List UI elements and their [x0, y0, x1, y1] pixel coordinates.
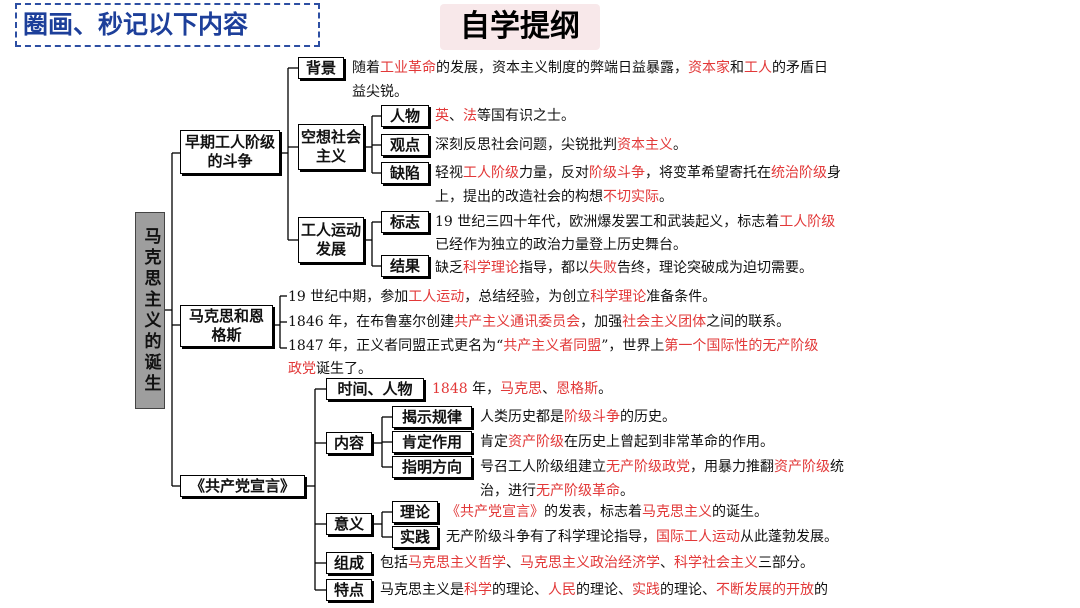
node-practice: 实践 [392, 526, 438, 548]
node-marx-engels: 马克思和恩格斯 [180, 305, 273, 347]
sign-text-2: 已经作为独立的政治力量登上历史舞台。 [435, 237, 687, 253]
node-early-worker-struggle: 早期工人阶级的斗争 [180, 130, 280, 174]
node-viewpoint: 观点 [381, 134, 429, 156]
root-node: 马克思主义的诞生 [135, 212, 165, 409]
node-communist-manifesto: 《共产党宣言》 [180, 475, 305, 497]
node-background: 背景 [298, 57, 344, 79]
sign-text-1: 19 世纪三四十年代，欧洲爆发罢工和武装起义，标志着工人阶级 [435, 214, 836, 230]
theory-text: 《共产党宣言》的发表，标志着马克思主义的诞生。 [446, 504, 768, 520]
node-people-1: 人物 [381, 105, 429, 127]
background-text-2: 益尖锐。 [352, 84, 408, 100]
features-text: 马克思主义是科学的理论、人民的理论、实践的理论、不断发展的开放的 [380, 582, 828, 598]
node-content: 内容 [326, 432, 372, 454]
marx-engels-line-3: 1847 年，正义者同盟正式更名为“共产主义者同盟”，世界上第一个国际性的无产阶… [288, 338, 819, 354]
defect-text-2: 上，提出的改造社会的构想不切实际。 [435, 189, 673, 205]
node-workers-movement: 工人运动发展 [298, 217, 364, 263]
composition-text: 包括马克思主义哲学、马克思主义政治经济学、科学社会主义三部分。 [380, 555, 814, 571]
node-composition: 组成 [326, 552, 372, 574]
point-direction-text-1: 号召工人阶级组建立无产阶级政党，用暴力推翻资产阶级统 [480, 459, 844, 475]
node-point-direction: 指明方向 [392, 456, 472, 478]
node-significance: 意义 [326, 513, 372, 535]
node-features: 特点 [326, 579, 372, 601]
page-title: 自学提纲 [440, 4, 600, 50]
node-affirm-role: 肯定作用 [392, 431, 472, 453]
node-result: 结果 [381, 255, 429, 277]
practice-text: 无产阶级斗争有了科学理论指导，国际工人运动从此蓬勃发展。 [446, 529, 838, 545]
marx-engels-line-4: 政党诞生了。 [288, 361, 372, 377]
viewpoint-text: 深刻反思社会问题，尖锐批判资本主义。 [435, 137, 687, 153]
defect-text-1: 轻视工人阶级力量，反对阶级斗争，将变革希望寄托在统治阶级身 [435, 165, 841, 181]
node-utopian-socialism: 空想社会主义 [298, 124, 364, 170]
node-defect: 缺陷 [381, 162, 429, 184]
node-time-people: 时间、人物 [326, 378, 424, 400]
node-reveal-law: 揭示规律 [392, 406, 472, 428]
result-text: 缺乏科学理论指导，都以失败告终，理论突破成为迫切需要。 [435, 260, 813, 276]
node-theory: 理论 [392, 501, 438, 523]
marx-engels-line-2: 1846 年，在布鲁塞尔创建共产主义通讯委员会，加强社会主义团体之间的联系。 [288, 314, 791, 330]
point-direction-text-2: 治，进行无产阶级革命。 [480, 483, 634, 499]
marx-engels-line-1: 19 世纪中期，参加工人运动，总结经验，为创立科学理论准备条件。 [288, 289, 717, 305]
instruction-banner: 圈画、秒记以下内容 [15, 3, 320, 47]
time-people-text: 1848 年，马克思、恩格斯。 [432, 381, 613, 397]
background-text-1: 随着工业革命的发展，资本主义制度的弊端日益暴露，资本家和工人的矛盾日 [352, 60, 828, 76]
node-sign: 标志 [381, 211, 429, 233]
affirm-role-text: 肯定资产阶级在历史上曾起到非常革命的作用。 [480, 434, 774, 450]
people-1-text: 英、法等国有识之士。 [435, 108, 575, 124]
reveal-law-text: 人类历史都是阶级斗争的历史。 [480, 409, 676, 425]
